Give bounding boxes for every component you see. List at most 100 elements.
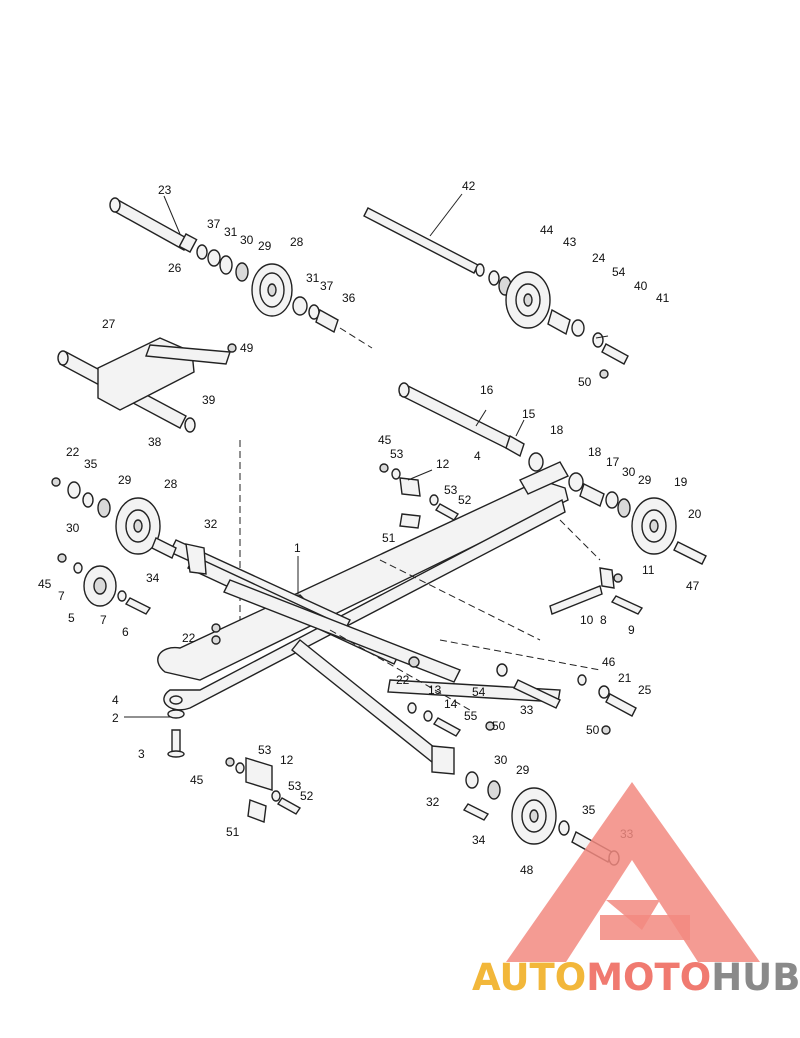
callout-27: 27 xyxy=(102,317,116,331)
callout-11: 11 xyxy=(642,563,655,577)
callout-34: 34 xyxy=(472,833,486,847)
callout-2: 2 xyxy=(112,711,119,725)
lower-middle-parts xyxy=(379,463,561,737)
callout-54: 54 xyxy=(612,265,626,279)
callout-21: 21 xyxy=(618,671,632,685)
callout-29: 29 xyxy=(638,473,652,487)
callout-49: 49 xyxy=(240,341,254,355)
left-wheel-assembly xyxy=(51,477,207,615)
callout-31: 31 xyxy=(306,271,320,285)
callout-15: 15 xyxy=(522,407,536,421)
callout-30: 30 xyxy=(240,233,254,247)
callout-48: 48 xyxy=(520,863,534,877)
callout-35: 35 xyxy=(84,457,98,471)
upper-right-shaft-assembly xyxy=(363,207,629,379)
callout-33: 33 xyxy=(520,703,534,717)
cross-members xyxy=(169,519,601,763)
callout-29: 29 xyxy=(118,473,132,487)
callout-35: 35 xyxy=(582,803,596,817)
callout-5: 5 xyxy=(68,611,75,625)
callout-3: 3 xyxy=(138,747,145,761)
watermark-part-moto: MOTO xyxy=(586,956,711,999)
callout-38: 38 xyxy=(148,435,162,449)
bottom-left-parts xyxy=(167,623,302,823)
callout-22: 22 xyxy=(66,445,80,459)
watermark-text: AUTOMOTOHUB xyxy=(472,956,800,999)
watermark-part-auto: AUTO xyxy=(472,956,586,999)
callout-32: 32 xyxy=(426,795,440,809)
callout-31: 31 xyxy=(224,225,238,239)
callout-34: 34 xyxy=(146,571,160,585)
callout-12: 12 xyxy=(280,753,294,767)
callout-42: 42 xyxy=(462,179,476,193)
callout-18: 18 xyxy=(550,423,564,437)
callout-45: 45 xyxy=(190,773,204,787)
callout-30: 30 xyxy=(494,753,508,767)
callout-37: 37 xyxy=(207,217,221,231)
callout-9: 9 xyxy=(628,623,635,637)
callout-1: 1 xyxy=(294,541,301,555)
callout-18: 18 xyxy=(588,445,602,459)
lower-right-wheel-assembly xyxy=(431,674,637,866)
callout-55: 55 xyxy=(464,709,478,723)
callout-37: 37 xyxy=(320,279,334,293)
callout-6: 6 xyxy=(122,625,129,639)
callout-50: 50 xyxy=(578,375,592,389)
callout-41: 41 xyxy=(656,291,670,305)
watermark-triangle-icon xyxy=(506,782,760,962)
callout-24: 24 xyxy=(592,251,606,265)
callout-53: 53 xyxy=(288,779,302,793)
upper-left-shaft-assembly xyxy=(109,197,373,349)
callout-54: 54 xyxy=(472,685,486,699)
callout-labels: 23 37 31 30 29 28 26 31 37 36 42 44 43 2… xyxy=(38,179,702,877)
callout-50: 50 xyxy=(492,719,506,733)
callout-26: 26 xyxy=(168,261,182,275)
callout-30: 30 xyxy=(622,465,636,479)
callout-52: 52 xyxy=(458,493,472,507)
callout-8: 8 xyxy=(600,613,607,627)
callout-28: 28 xyxy=(290,235,304,249)
callout-13: 13 xyxy=(428,683,442,697)
callout-47: 47 xyxy=(686,579,700,593)
callout-14: 14 xyxy=(444,697,458,711)
callout-29: 29 xyxy=(516,763,530,777)
callout-32: 32 xyxy=(204,517,218,531)
callout-43: 43 xyxy=(563,235,577,249)
callout-4: 4 xyxy=(112,693,119,707)
callout-45: 45 xyxy=(38,577,52,591)
callout-53: 53 xyxy=(258,743,272,757)
callout-25: 25 xyxy=(638,683,652,697)
callout-16: 16 xyxy=(480,383,494,397)
callout-53: 53 xyxy=(444,483,458,497)
watermark-part-hub: HUB xyxy=(711,956,800,999)
callout-7: 7 xyxy=(100,613,107,627)
rear-shaft-assembly xyxy=(398,382,707,565)
callout-20: 20 xyxy=(688,507,702,521)
leader-lines xyxy=(124,193,609,718)
callout-7: 7 xyxy=(58,589,65,603)
callout-17: 17 xyxy=(606,455,620,469)
callout-19: 19 xyxy=(674,475,688,489)
callout-39: 39 xyxy=(202,393,216,407)
callout-40: 40 xyxy=(634,279,648,293)
callout-22: 22 xyxy=(182,631,196,645)
callout-36: 36 xyxy=(342,291,356,305)
watermark-inner-mark-icon xyxy=(600,915,690,940)
callout-51: 51 xyxy=(226,825,240,839)
pivot-arm-assembly xyxy=(57,337,241,640)
callout-23: 23 xyxy=(158,183,172,197)
right-bracket-assembly xyxy=(549,567,644,615)
callout-50: 50 xyxy=(586,723,600,737)
callout-51: 51 xyxy=(382,531,396,545)
callout-4: 4 xyxy=(474,449,481,463)
callout-53: 53 xyxy=(390,447,404,461)
callout-28: 28 xyxy=(164,477,178,491)
callout-10: 10 xyxy=(580,613,594,627)
callout-46: 46 xyxy=(602,655,616,669)
callout-29: 29 xyxy=(258,239,272,253)
callout-45: 45 xyxy=(378,433,392,447)
callout-22: 22 xyxy=(396,673,410,687)
watermark: AUTOMOTOHUB xyxy=(472,782,800,999)
callout-52: 52 xyxy=(300,789,314,803)
